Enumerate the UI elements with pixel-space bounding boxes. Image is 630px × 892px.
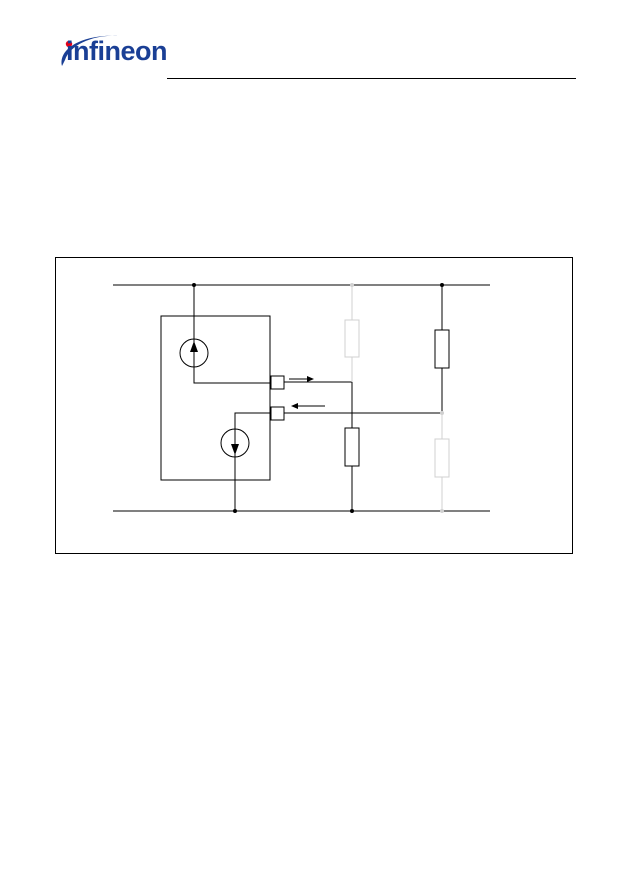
junction-dot (233, 509, 237, 513)
junction-dot (440, 283, 444, 287)
pin-input (270, 406, 285, 421)
junction-dot (440, 509, 444, 513)
pin-output (270, 375, 285, 390)
resistor-pulldown (344, 427, 360, 467)
arrow-in (291, 403, 298, 409)
junction-dot (192, 283, 196, 287)
infineon-logo: infineon (56, 30, 174, 86)
resistor-pulldown-faded (434, 438, 450, 478)
junction-dot (440, 411, 444, 415)
arrow-out (307, 376, 314, 382)
circuit-diagram (113, 283, 490, 513)
logo-text: infineon (66, 36, 167, 66)
header-rule (167, 78, 576, 79)
figure-frame (55, 257, 573, 554)
junction-dot (350, 509, 354, 513)
current-source-down-arrow (231, 444, 239, 455)
logo-swoosh-icon (61, 35, 118, 66)
chip-box (160, 315, 271, 481)
junction-dot (350, 283, 354, 287)
resistor-pullup-faded (344, 319, 360, 358)
current-source-up-arrow (190, 341, 198, 352)
resistor-pullup (434, 329, 450, 369)
